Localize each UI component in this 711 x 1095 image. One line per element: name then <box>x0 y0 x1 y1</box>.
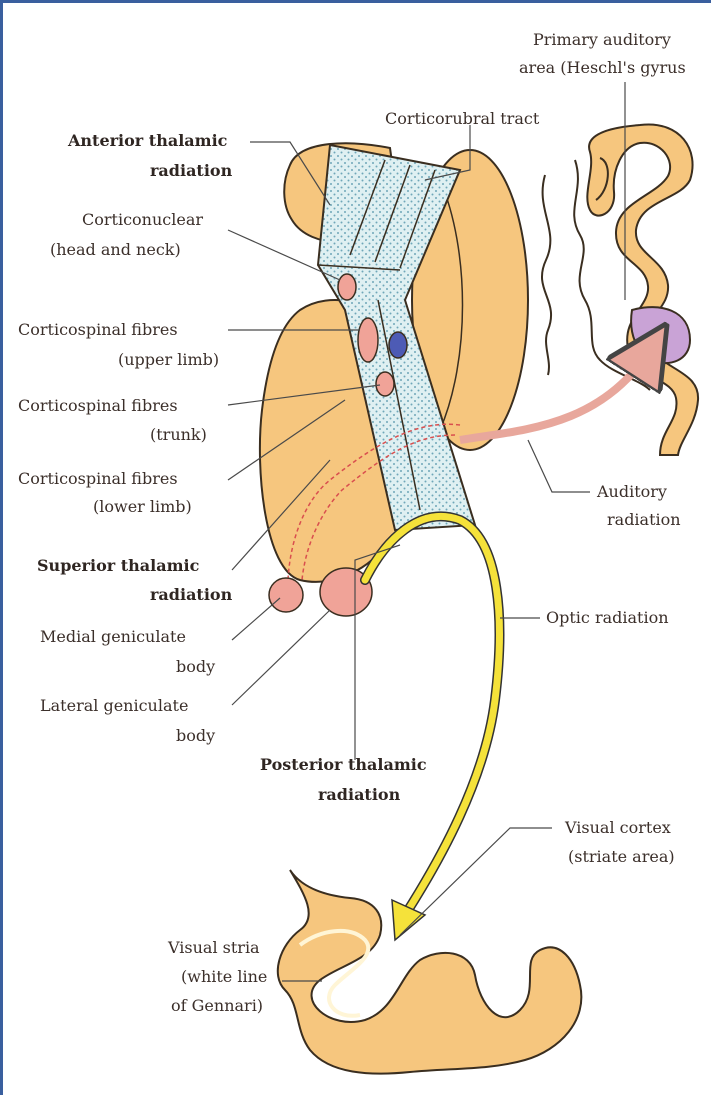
cs-trunk-oval <box>376 372 394 396</box>
heschl-gyrus-cortex <box>587 124 698 455</box>
label-primary-auditory-2: area (Heschl's gyrus <box>519 58 686 77</box>
medial-geniculate-body <box>269 578 303 612</box>
label-auditory-rad-2: radiation <box>607 510 681 529</box>
label-posterior-thalamic-1: Posterior thalamic <box>260 755 427 774</box>
label-cs-lower-2: (lower limb) <box>93 497 192 516</box>
label-lateral-geniculate-1: Lateral geniculate <box>40 696 188 715</box>
corticonuclear-oval <box>338 274 356 300</box>
label-superior-thalamic-2: radiation <box>150 585 233 604</box>
corticorubral-oval <box>389 332 407 358</box>
label-visual-cortex-2: (striate area) <box>568 847 675 866</box>
label-lateral-geniculate-2: body <box>176 726 215 745</box>
label-visual-stria-3: of Gennari) <box>171 996 263 1015</box>
label-medial-geniculate-2: body <box>176 657 215 676</box>
optic-radiation <box>365 516 499 915</box>
insula-strip <box>542 175 551 375</box>
label-medial-geniculate-1: Medial geniculate <box>40 627 186 646</box>
optic-radiation-outline <box>365 516 499 915</box>
label-corticonuclear-2: (head and neck) <box>50 240 181 259</box>
label-cs-upper-2: (upper limb) <box>118 350 219 369</box>
label-visual-cortex-1: Visual cortex <box>564 818 671 837</box>
label-posterior-thalamic-2: radiation <box>318 785 401 804</box>
label-anterior-thalamic-2: radiation <box>150 161 233 180</box>
label-cs-trunk-1: Corticospinal fibres <box>18 396 178 415</box>
label-corticorubral: Corticorubral tract <box>385 109 540 128</box>
label-visual-stria-2: (white line <box>181 967 267 986</box>
label-primary-auditory-1: Primary auditory <box>533 30 671 49</box>
visual-cortex <box>278 870 582 1074</box>
label-superior-thalamic-1: Superior thalamic <box>37 556 200 575</box>
label-cs-lower-1: Corticospinal fibres <box>18 469 178 488</box>
label-visual-stria-1: Visual stria <box>167 938 260 957</box>
label-auditory-rad-1: Auditory <box>596 482 667 501</box>
label-cs-upper-1: Corticospinal fibres <box>18 320 178 339</box>
label-corticonuclear-1: Corticonuclear <box>82 210 203 229</box>
label-cs-trunk-2: (trunk) <box>150 425 207 444</box>
cs-upper-limb-oval <box>358 318 378 362</box>
label-optic-radiation: Optic radiation <box>546 608 669 627</box>
label-anterior-thalamic-1: Anterior thalamic <box>67 131 228 150</box>
